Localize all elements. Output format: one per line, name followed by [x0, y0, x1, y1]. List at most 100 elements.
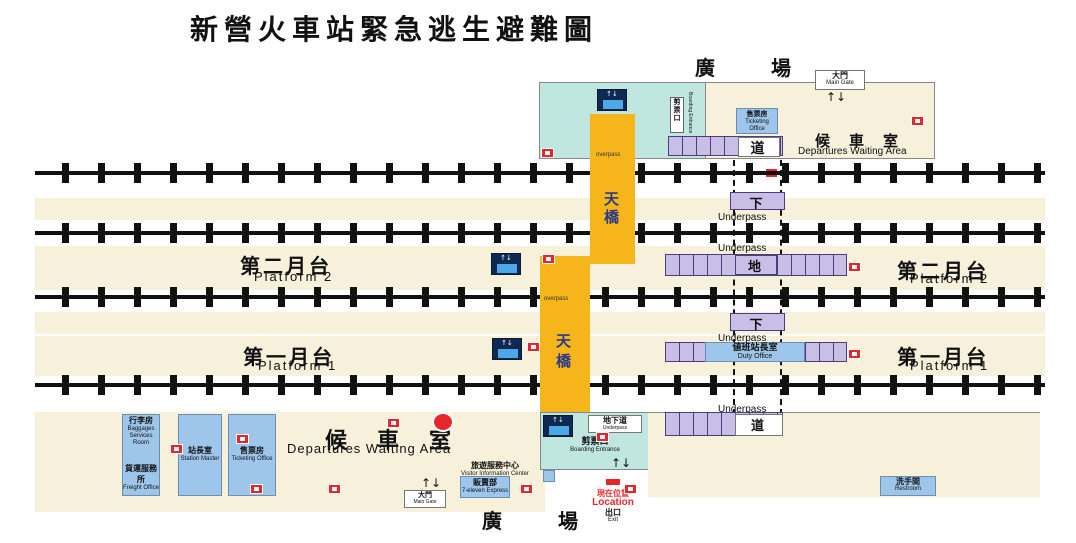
top-ticketing-en: Ticketing Office	[745, 119, 769, 132]
track-sleeper	[746, 223, 753, 243]
track-sleeper	[170, 287, 177, 307]
plaza-top-label: 廣 場	[695, 56, 809, 80]
express-en: 7-eleven Express	[461, 488, 509, 494]
track-sleeper	[98, 287, 105, 307]
track-sleeper	[926, 223, 933, 243]
bottom-exit-icon-4	[520, 484, 533, 494]
platform-1-en-left: Platform 1	[258, 358, 338, 373]
track-sleeper	[566, 223, 573, 243]
track-sleeper	[890, 375, 897, 395]
bottom-exit-icon-1	[250, 484, 263, 494]
track-sleeper	[98, 375, 105, 395]
track-sleeper	[62, 375, 69, 395]
track-sleeper	[998, 223, 1005, 243]
top-underpass-char: 道	[750, 141, 768, 157]
p2-elevator-glyph: ↑↓	[500, 254, 512, 262]
top-boarding-entrance: 剪票口	[670, 97, 684, 133]
track-sleeper	[242, 375, 249, 395]
track-sleeper	[134, 163, 141, 183]
underpass-xia-2: 下	[730, 313, 785, 333]
underpass-xia-2-char: 下	[749, 318, 766, 333]
top-main-gate: 大門 Main Gate	[815, 70, 865, 90]
track-sleeper	[890, 287, 897, 307]
restroom-cn: 洗手間	[896, 477, 920, 486]
track-sleeper	[530, 223, 537, 243]
underpass-label-2: Underpass	[718, 243, 767, 254]
track-sleeper	[386, 163, 393, 183]
stationmaster-cn: 站長室	[188, 446, 212, 455]
underpass-label-1: Underpass	[718, 212, 767, 223]
track-sleeper	[998, 287, 1005, 307]
track-sleeper	[638, 287, 645, 307]
bottom-ticketing-office: 售票房 Ticketing Office	[228, 414, 276, 496]
stationmaster-en: Station Master	[180, 456, 220, 462]
track-sleeper	[494, 375, 501, 395]
bottom-exit-icon-2	[328, 484, 341, 494]
platform-1-exit-icon-right	[848, 349, 861, 359]
top-gate-arrows: ↑↓	[826, 90, 847, 104]
track-sleeper	[422, 375, 429, 395]
track-sleeper	[674, 375, 681, 395]
underpass-xia-1: 下	[730, 192, 785, 212]
track-sleeper	[242, 223, 249, 243]
track-sleeper	[926, 287, 933, 307]
track-sleeper	[530, 287, 537, 307]
track-sleeper	[710, 223, 717, 243]
bottom-boarding-entrance: 剪票口 Boarding Entrance	[570, 434, 620, 454]
track-sleeper	[62, 163, 69, 183]
track-sleeper	[242, 163, 249, 183]
top-main-gate-cn: 大門	[832, 71, 848, 80]
bottom-main-gate-en: Main Gate	[413, 499, 437, 505]
track-sleeper	[602, 375, 609, 395]
top-elevator-icon: ↑↓	[597, 89, 627, 111]
duty-office-cn: 値班站長室	[732, 343, 778, 353]
duty-office-en: Duty Office	[737, 353, 773, 360]
platform-1-cn-left: 第一月台	[243, 345, 335, 369]
bottom-exit-icon-3	[387, 418, 400, 428]
track-sleeper	[350, 287, 357, 307]
track-rail	[35, 231, 1045, 235]
platform-2-exit-icon-right	[848, 262, 861, 272]
track-sleeper	[602, 287, 609, 307]
track-sleeper	[710, 163, 717, 183]
overpass-upper	[590, 114, 635, 264]
track-sleeper	[782, 375, 789, 395]
top-ticketing-cn: 售票房	[746, 110, 768, 118]
track-sleeper	[530, 375, 537, 395]
track-sleeper	[98, 223, 105, 243]
station-master-room: 站長室 Station Master	[178, 414, 222, 496]
track-sleeper	[170, 223, 177, 243]
top-left-exit-icon	[541, 148, 554, 158]
track-sleeper	[458, 375, 465, 395]
bottom-underpass-label: 地下道 Underpass	[588, 415, 642, 433]
bottom-underpass-sign: 道	[735, 414, 783, 436]
track-sleeper	[1034, 223, 1041, 243]
exit-cn: 出口	[605, 508, 621, 517]
track-sleeper	[638, 163, 645, 183]
location-cn: 現在位置	[597, 489, 629, 498]
duty-office: 値班站長室 Duty Office	[705, 342, 805, 362]
track-sleeper	[494, 163, 501, 183]
exit-en: Exit	[607, 517, 618, 523]
track-sleeper	[134, 223, 141, 243]
visitor-en: Visitor Information Center	[461, 471, 529, 477]
bottom-main-gate: 大門 Main Gate	[404, 490, 446, 508]
track-sleeper	[746, 375, 753, 395]
location-en: Location	[592, 497, 634, 508]
track-sleeper	[278, 375, 285, 395]
top-ticketing-office: 售票房 Ticketing Office	[736, 108, 778, 134]
track-sleeper	[926, 375, 933, 395]
ticketing-exit-icon	[236, 434, 249, 444]
restroom-en: Restroom	[894, 486, 921, 492]
underpass-xia-1-char: 下	[749, 197, 766, 212]
track-sleeper	[422, 163, 429, 183]
platform-2-en-left: Platform 2	[254, 269, 334, 284]
track-sleeper	[350, 223, 357, 243]
track-sleeper	[854, 287, 861, 307]
underpass-label-3: Underpass	[718, 333, 767, 344]
top-elevator-glyph: ↑↓	[606, 90, 618, 98]
current-location-marker: 現在位置 Location 出口 Exit	[578, 470, 648, 524]
track-sleeper	[422, 287, 429, 307]
underpass-label-4: Underpass	[718, 404, 767, 415]
platform-1-elevator-icon: ↑↓	[492, 338, 522, 360]
